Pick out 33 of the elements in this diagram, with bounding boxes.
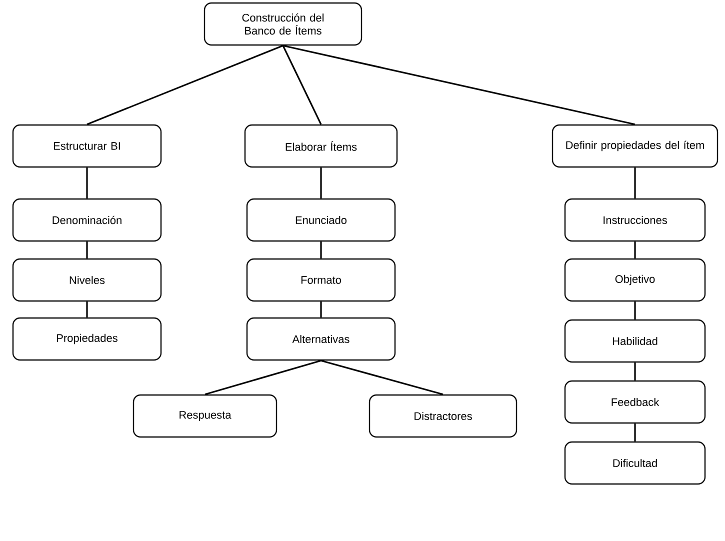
process-box: Respuesta <box>132 394 278 438</box>
process-box: Denominación <box>12 198 162 242</box>
process-box: Feedback <box>564 380 706 424</box>
process-box: Propiedades <box>12 317 162 361</box>
process-box: Objetivo <box>564 258 706 302</box>
process-box: Instrucciones <box>564 198 706 242</box>
process-box: Construcción del Banco de Ítems <box>204 2 362 46</box>
connector-line <box>634 168 636 198</box>
process-box: Estructurar BI <box>12 124 162 168</box>
connector-line <box>634 242 636 258</box>
process-box: Habilidad <box>564 319 706 363</box>
connector-line <box>282 45 322 125</box>
connector-line <box>320 360 444 396</box>
connector-line <box>86 44 284 126</box>
process-box: Niveles <box>12 258 162 302</box>
connector-line <box>634 362 636 380</box>
connector-line <box>634 424 636 442</box>
process-box: Elaborar Ítems <box>244 124 398 168</box>
process-box: Formato <box>246 258 396 302</box>
process-box: Distractores <box>368 394 518 438</box>
process-box: Alternativas <box>246 317 396 361</box>
connector-line <box>282 44 636 126</box>
connector-line <box>320 302 322 318</box>
connector-line <box>86 168 88 198</box>
connector-line <box>320 242 322 258</box>
process-box: Definir propiedades del ítem <box>552 124 718 168</box>
process-box: Enunciado <box>246 198 396 242</box>
connector-line <box>320 168 322 198</box>
connector-line <box>204 360 322 396</box>
connector-line <box>634 302 636 320</box>
connector-line <box>86 242 88 258</box>
process-box: Dificultad <box>564 441 706 485</box>
connector-line <box>86 302 88 318</box>
